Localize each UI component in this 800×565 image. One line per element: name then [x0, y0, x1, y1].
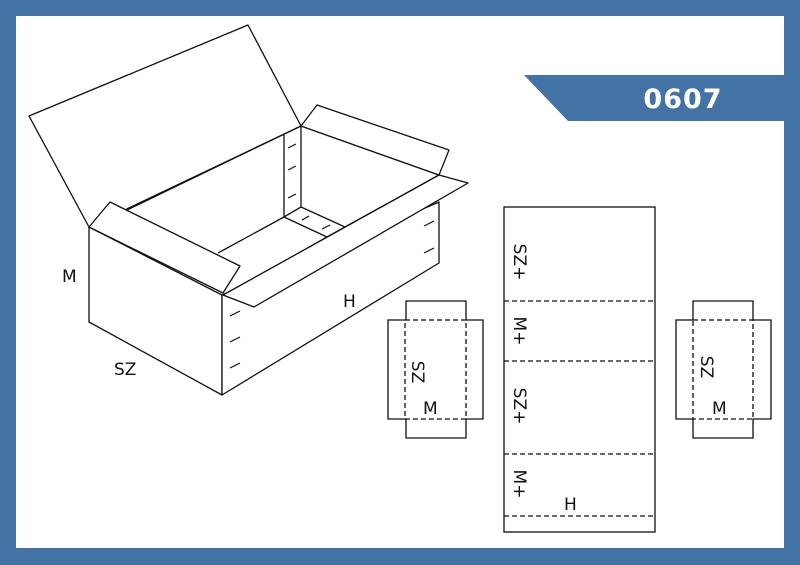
left-end-label-width: SZ [407, 361, 427, 383]
end-blank-left [387, 300, 484, 439]
banner-code: 0607 [643, 84, 722, 115]
right-end-label-height: M [712, 399, 727, 419]
box-label-width: SZ [114, 360, 136, 380]
panel-label-1: SZ+ [509, 244, 529, 281]
panel-label-3: SZ+ [509, 388, 529, 425]
panel-label-4: M+ [509, 470, 529, 499]
blank-outline [503, 206, 656, 533]
box-label-length: H [343, 292, 356, 312]
side-flap [222, 174, 469, 308]
box-3d-drawing [28, 24, 469, 396]
blank-crease-lines [504, 300, 655, 517]
blank-label-length: H [564, 495, 577, 515]
end-blank-right-crease [692, 319, 754, 420]
panel-label-2: M+ [509, 317, 529, 346]
right-end-label-width: SZ [696, 356, 716, 378]
main-blank [503, 206, 656, 533]
far-end-flap [300, 104, 450, 176]
inner-back-edge [126, 125, 302, 211]
left-end-label-height: M [423, 399, 438, 419]
title-banner [524, 75, 784, 121]
end-blank-right [675, 300, 772, 439]
glue-dashes [229, 143, 435, 369]
front-end-flap [88, 201, 241, 294]
box-label-height: M [62, 267, 77, 287]
